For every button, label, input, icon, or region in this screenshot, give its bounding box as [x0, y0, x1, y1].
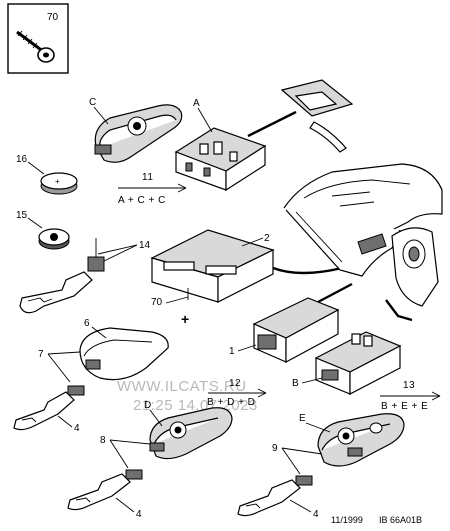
- leader-4-b: [115, 497, 135, 513]
- callout-6: 6: [84, 318, 90, 329]
- formula-11-number: 11: [142, 172, 153, 183]
- remote-fob-6: [79, 327, 169, 381]
- footer-code: IB 66A01B: [379, 515, 422, 525]
- dashboard-assembly: [283, 163, 443, 307]
- leader-14b: [101, 244, 138, 263]
- battery-coin-cell-2: [38, 228, 70, 250]
- connector-a-to-roof: [247, 110, 297, 138]
- watermark-site: WWW.ILCATS.RU: [117, 378, 247, 395]
- leader-b: [301, 377, 323, 384]
- svg-text:+: +: [55, 177, 60, 186]
- leader-9a: [281, 447, 323, 455]
- leader-c: [93, 106, 109, 125]
- remote-fob-d: [149, 407, 233, 460]
- connector-b-to-dash: [385, 299, 413, 322]
- callout-14: 14: [139, 240, 151, 251]
- leader-8b: [109, 439, 129, 469]
- callout-b: B: [292, 378, 299, 389]
- connector-2-to-dash: [272, 266, 343, 275]
- callout-70: 70: [151, 297, 163, 308]
- callout-15: 15: [16, 210, 28, 221]
- leader-8a: [109, 439, 151, 445]
- callout-a: A: [193, 98, 200, 109]
- callout-d: D: [144, 400, 151, 411]
- transponder-connector: [87, 238, 105, 272]
- leader-6: [91, 326, 107, 339]
- leader-70: [165, 296, 189, 304]
- callout-9: 9: [272, 443, 278, 454]
- callout-c: C: [89, 97, 96, 108]
- connector-1-to-dash: [317, 282, 353, 304]
- battery-coin-cell: +: [40, 172, 78, 195]
- leader-e: [305, 422, 331, 433]
- remote-fob-e: [317, 413, 405, 467]
- formula-12-number: 12: [229, 378, 241, 389]
- key-blade-9: [237, 475, 313, 517]
- kit-formula-12: 12 B + D + D: [207, 378, 267, 408]
- remote-module-1: [252, 297, 340, 364]
- leader-2: [241, 237, 264, 247]
- leader-16: [27, 161, 45, 175]
- callout-7: 7: [38, 349, 44, 360]
- leader-a: [197, 107, 213, 133]
- leader-7b: [47, 353, 71, 383]
- roof-console: [280, 79, 354, 153]
- receiver-unit-b: [314, 331, 402, 395]
- kit-formula-13: 13 B + E + E: [380, 380, 441, 412]
- leader-4-a: [57, 415, 73, 428]
- leader-15: [27, 217, 43, 229]
- screw-icon: [16, 30, 55, 63]
- callout-1: 1: [229, 346, 235, 357]
- screw-inset: 70: [7, 3, 69, 74]
- fastener-plus-icon: +: [181, 311, 189, 327]
- callout-4-b: 4: [136, 509, 142, 520]
- formula-11-text: A + C + C: [118, 195, 166, 206]
- central-module-2: [150, 229, 275, 303]
- leader-4-c: [289, 499, 312, 513]
- formula-12-text: B + D + D: [207, 397, 255, 408]
- leader-1: [237, 344, 257, 352]
- remote-fob-c: [94, 104, 183, 163]
- leader-7a: [47, 351, 81, 355]
- callout-2: 2: [264, 233, 270, 244]
- footer-date: 11/1999: [331, 515, 363, 525]
- formula-13-text: B + E + E: [381, 401, 428, 412]
- key-blade-14: [19, 271, 93, 314]
- callout-8: 8: [100, 435, 106, 446]
- callout-e: E: [299, 413, 306, 424]
- key-blade-7: [13, 385, 85, 431]
- kit-formula-11: 11 A + C + C: [118, 172, 187, 206]
- callout-16: 16: [16, 154, 28, 165]
- callout-4-c: 4: [313, 509, 319, 520]
- leader-d: [149, 409, 163, 427]
- leader-14a: [97, 244, 138, 255]
- key-blade-8: [67, 469, 143, 511]
- receiver-unit-a: [174, 127, 267, 192]
- callout-4-a: 4: [74, 423, 80, 434]
- formula-13-number: 13: [403, 380, 415, 391]
- inset-ref-label: 70: [47, 12, 59, 23]
- inset-frame: [7, 3, 69, 74]
- leader-9b: [281, 447, 301, 475]
